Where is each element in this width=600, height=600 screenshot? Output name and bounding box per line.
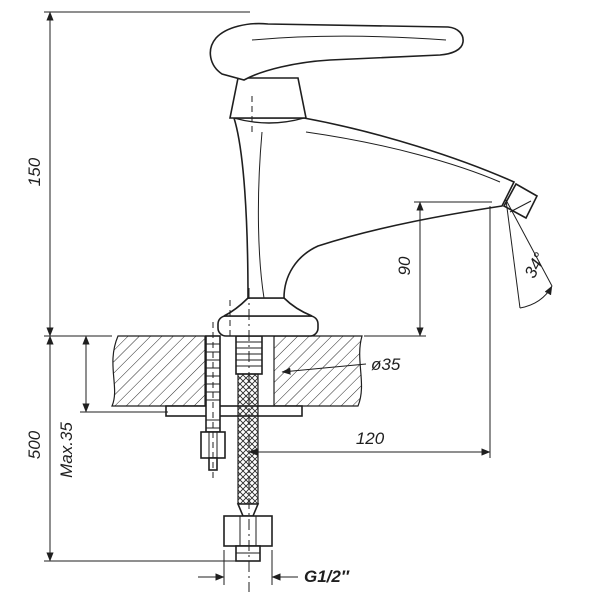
dimension-90: 90 <box>364 201 492 337</box>
hole-diameter-callout: ø35 <box>281 355 401 375</box>
thread-size-callout: G1/2″ <box>198 550 350 586</box>
dimension-angle-34: 34° <box>505 199 553 309</box>
dim-90-label: 90 <box>395 256 414 275</box>
aerator <box>502 182 539 220</box>
dim-thread-label: G1/2″ <box>304 567 350 586</box>
mounting-washer <box>165 405 303 417</box>
dim-max35-label: Max.35 <box>57 422 76 478</box>
dim-angle-label: 34° <box>521 249 550 281</box>
body-inner-line <box>257 131 265 299</box>
braided-hose <box>237 373 259 505</box>
supply-hose <box>223 335 273 562</box>
base-flange <box>223 297 313 317</box>
counter-left-slab <box>111 335 206 407</box>
base-plate <box>217 315 319 337</box>
spout-inner-line <box>305 131 501 183</box>
dim-500-label: 500 <box>25 430 44 459</box>
countertop-section <box>111 335 363 417</box>
dimension-max35: Max.35 <box>57 335 168 478</box>
handle-lever <box>209 22 464 81</box>
centerlines <box>212 96 253 592</box>
faucet-body <box>209 22 539 337</box>
dimension-150: 150 <box>25 11 250 337</box>
hose-ferrule <box>236 503 260 517</box>
body-top-curve <box>233 117 305 124</box>
dim-120-label: 120 <box>356 429 385 448</box>
dim-150-label: 150 <box>25 157 44 186</box>
hose-hex-nut <box>223 515 273 547</box>
dim-hole-label: ø35 <box>371 355 401 374</box>
counter-right-slab <box>273 335 363 407</box>
aerator-seam <box>509 200 532 213</box>
dimension-120: 120 <box>248 206 491 458</box>
dimension-500: 500 <box>25 335 238 562</box>
handle-inner-line <box>251 35 447 41</box>
handle-neck <box>229 77 307 119</box>
body-and-spout <box>232 117 516 299</box>
